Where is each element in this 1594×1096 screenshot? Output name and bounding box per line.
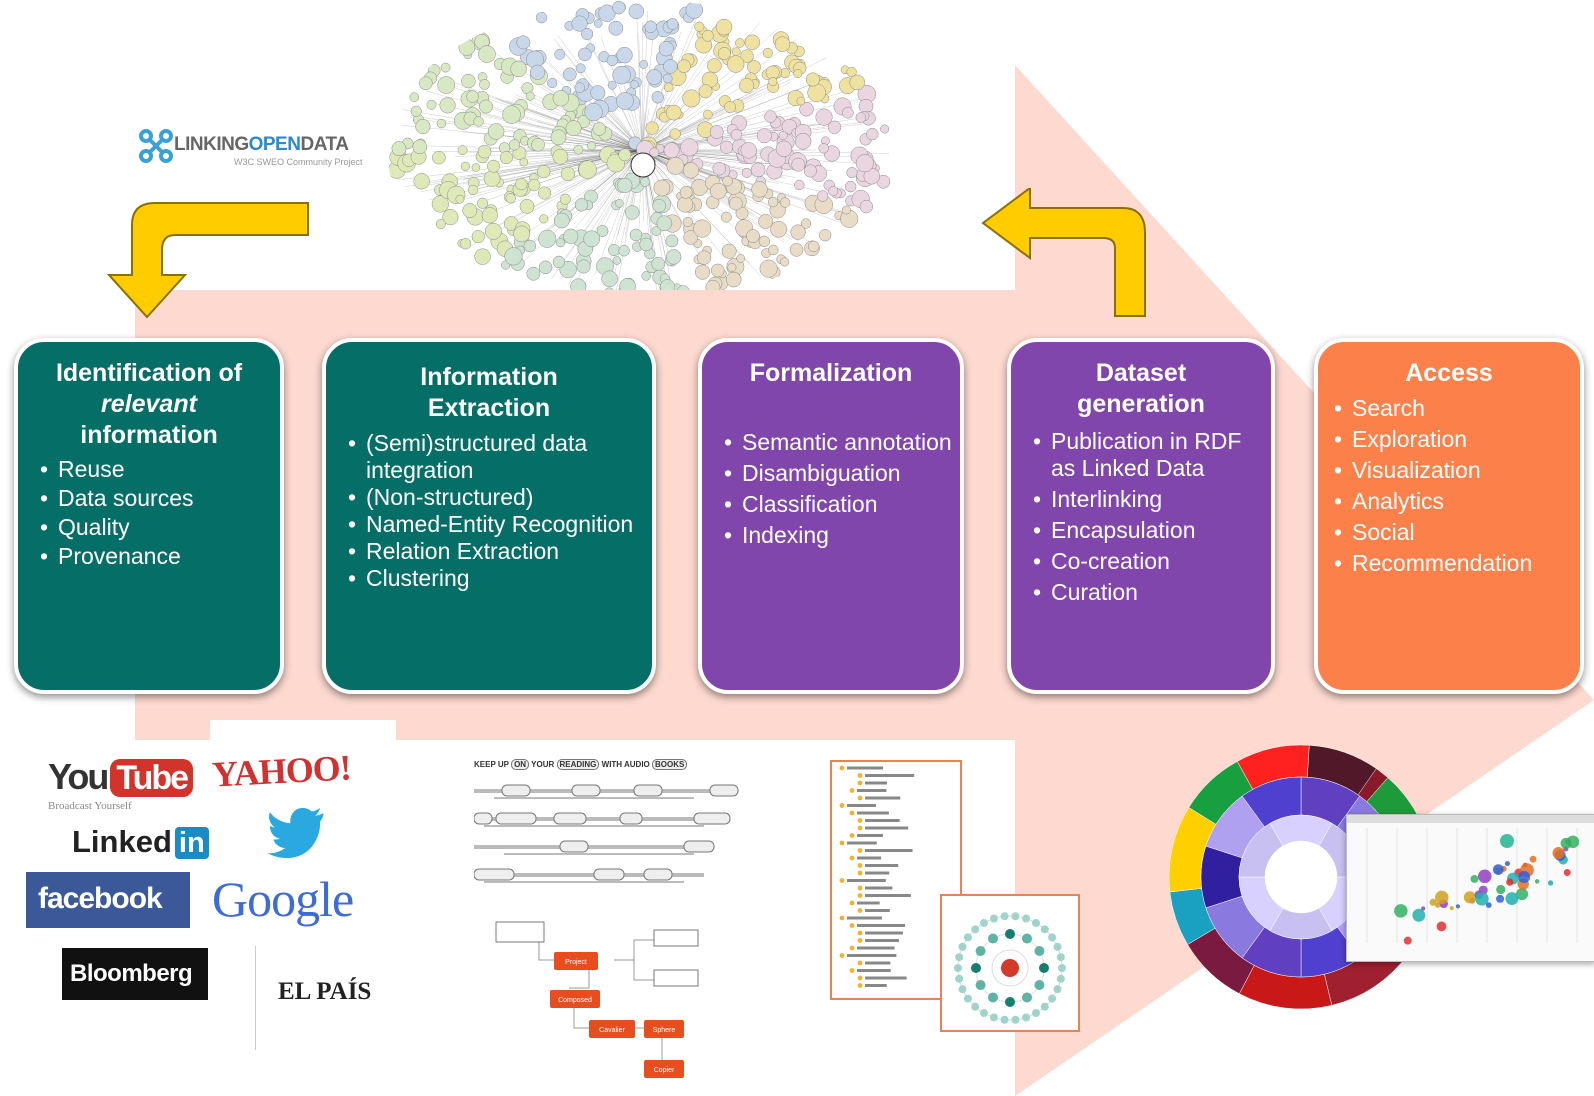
lod-logo-open: OPEN: [248, 134, 301, 155]
facebook-logo-text: facebook: [38, 882, 163, 915]
yellow-curved-arrow-right: [981, 188, 1146, 317]
radial-graph-thumbnail: [940, 894, 1080, 1032]
linked-open-data-cloud: [388, 0, 891, 290]
stage-title: Identification of relevant information: [18, 342, 280, 451]
stage-title-line: Information: [420, 363, 558, 391]
stage-items: Reuse Data sources Quality Provenance: [18, 455, 280, 571]
graph-node-label: Project: [565, 959, 587, 966]
graph-node-label: Cavalier: [599, 1027, 625, 1034]
lod-logo-linking: LINKING: [174, 134, 249, 155]
el-pais-logo: EL PAÍS: [278, 978, 372, 1005]
lod-logo-subtitle: W3C SWEO Community Project: [234, 157, 363, 167]
stage-item: Reuse: [40, 455, 280, 484]
stage-item: Quality: [40, 513, 280, 542]
stage-item: Named-Entity Recognition: [348, 511, 652, 538]
stage-title-line: information: [80, 421, 218, 449]
stage-item: (Semi)structured data integration: [348, 430, 652, 484]
stage-item: Provenance: [40, 542, 280, 571]
stage-item: Semantic annotation: [724, 429, 960, 456]
lod-logo-data: DATA: [300, 134, 349, 155]
stage-item: Visualization: [1334, 455, 1580, 486]
google-logo-text: Google: [212, 871, 354, 927]
annotated-word: READING: [556, 759, 600, 770]
stage-title-line: Identification of: [55, 359, 243, 387]
stage-item: Indexing: [724, 522, 960, 549]
stage-title-line: Access: [1405, 359, 1493, 387]
linkedin-logo-in: in: [174, 827, 209, 859]
twitter-bird-icon: [267, 808, 324, 859]
sunburst-visualization: [1168, 744, 1434, 1010]
stage-item: Classification: [724, 491, 960, 518]
stage-title-line: Formalization: [749, 359, 913, 387]
stage-title-line: relevant: [101, 390, 197, 418]
stage-title: Access: [1318, 342, 1580, 389]
graph-node-label: Sphere: [653, 1027, 676, 1034]
annotated-word: WITH AUDIO: [601, 760, 650, 769]
stage-item: Search: [1334, 393, 1580, 424]
radial-graph: [954, 912, 1066, 1024]
stage-item: Clustering: [348, 565, 652, 592]
annotated-word: ON: [511, 759, 530, 770]
scatter-plot-thumbnail: [1346, 814, 1594, 962]
stage-items: (Semi)structured data integration (Non-s…: [326, 430, 652, 592]
stage-item: Exploration: [1334, 424, 1580, 455]
bloomberg-logo: Bloomberg: [62, 948, 208, 1000]
stage-item: Recommendation: [1334, 548, 1580, 579]
google-logo: Google: [212, 870, 354, 928]
annotated-text-sample: KEEP UP ON YOUR READING WITH AUDIO BOOKS: [473, 759, 744, 910]
stage-formalization: Formalization Semantic annotation Disamb…: [698, 338, 964, 694]
youtube-tagline: Broadcast Yourself: [48, 800, 132, 812]
stage-items: Search Exploration Visualization Analyti…: [1318, 393, 1580, 579]
stage-item: Data sources: [40, 484, 280, 513]
graph-node-label: Copier: [654, 1067, 675, 1074]
yahoo-logo: YAHOO!: [211, 747, 352, 795]
annotated-word: YOUR: [531, 760, 555, 769]
linkedin-logo-text: Linked: [72, 824, 172, 859]
stage-item: Analytics: [1334, 486, 1580, 517]
relation-graph-sample: Project Composed Cavalier Sphere Copier: [495, 921, 699, 1078]
stage-item: Interlinking: [1033, 486, 1271, 513]
lod-network-icon: [139, 129, 173, 163]
stage-title-line: generation: [1077, 390, 1205, 418]
stage-title-line: Extraction: [427, 394, 551, 422]
stage-access: Access Search Exploration Visualization …: [1314, 338, 1584, 694]
linking-open-data-logo: LINKINGOPENDATA W3C SWEO Community Proje…: [138, 126, 378, 176]
stage-title: Dataset generation: [1011, 342, 1271, 420]
scatter-plot: [1366, 828, 1580, 945]
annotated-word: KEEP UP: [474, 760, 509, 769]
bloomberg-logo-text: Bloomberg: [70, 960, 193, 987]
annotated-text-line: KEEP UP ON YOUR READING WITH AUDIO BOOKS: [474, 759, 744, 770]
stage-dataset-generation: Dataset generation Publication in RDF as…: [1007, 338, 1275, 694]
stage-title: Formalization: [702, 342, 960, 389]
stage-items: Semantic annotation Disambiguation Class…: [702, 429, 960, 549]
facebook-logo: facebook: [26, 872, 190, 928]
graph-node-label: Composed: [558, 997, 592, 1004]
stage-item: (Non-structured): [348, 484, 652, 511]
stage-items: Publication in RDF as Linked Data Interl…: [1011, 428, 1271, 606]
stage-title-line: Dataset: [1095, 359, 1187, 387]
stage-item: Encapsulation: [1033, 517, 1271, 544]
stage-item: Co-creation: [1033, 548, 1271, 575]
stage-item: Curation: [1033, 579, 1271, 606]
yellow-curved-arrow-left: [106, 202, 309, 319]
stage-item: Publication in RDF as Linked Data: [1033, 428, 1271, 482]
stage-item: Disambiguation: [724, 460, 960, 487]
annotated-text-lines: [473, 784, 739, 883]
youtube-logo-tube: Tube: [110, 759, 194, 797]
stage-information-extraction: Information Extraction (Semi)structured …: [322, 338, 656, 694]
stage-item: Relation Extraction: [348, 538, 652, 565]
stage-title: Information Extraction: [326, 342, 652, 424]
ontology-tree: [839, 765, 915, 988]
annotated-word: BOOKS: [652, 759, 688, 770]
stage-identification: Identification of relevant information R…: [14, 338, 284, 694]
stage-item: Social: [1334, 517, 1580, 548]
youtube-logo-you: You: [48, 756, 109, 797]
